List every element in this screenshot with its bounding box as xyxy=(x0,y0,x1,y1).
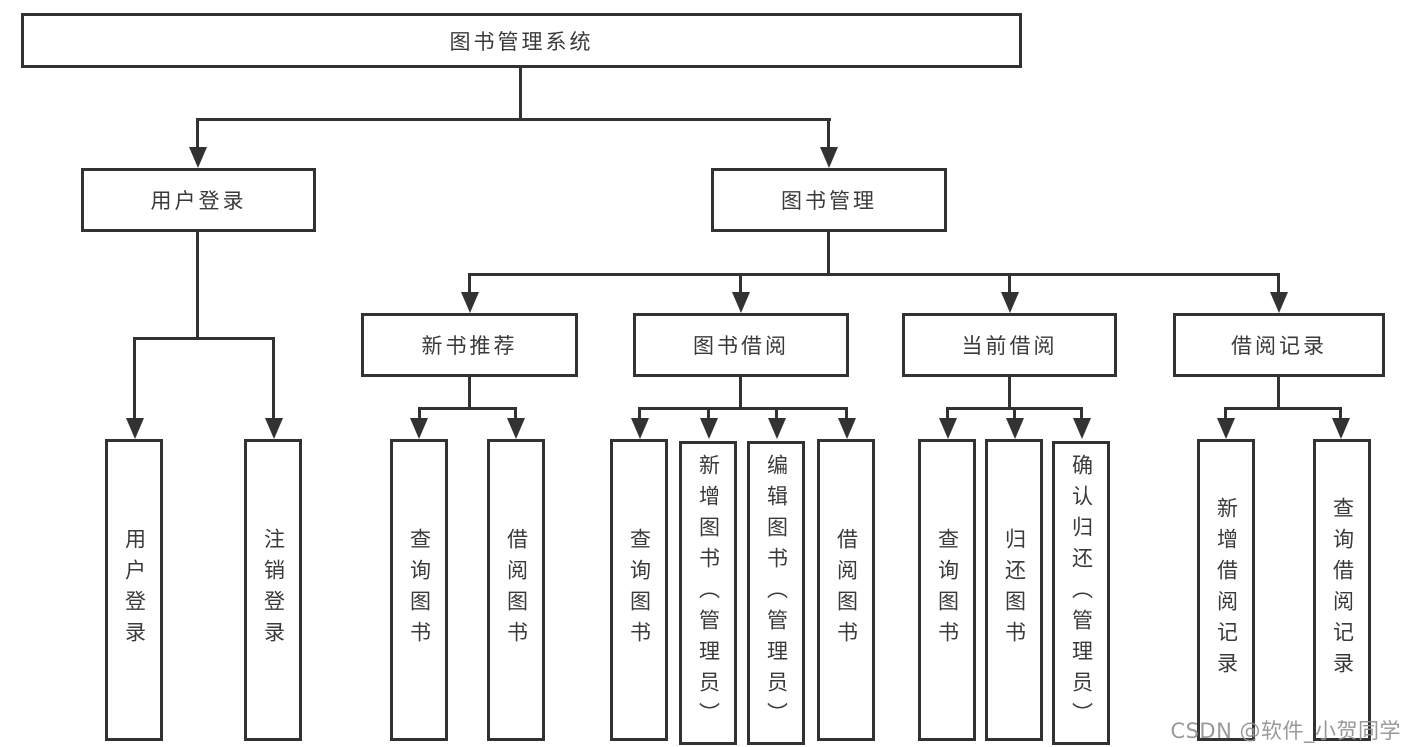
connector xyxy=(196,232,199,337)
node-label: 图书管理系统 xyxy=(449,29,594,54)
node-query-borrow-record: 查询借阅记录 xyxy=(1313,439,1371,741)
node-label: 编辑图书（管理员） xyxy=(764,453,789,733)
connector xyxy=(418,407,517,410)
connector xyxy=(739,377,742,407)
node-label: 借阅图书 xyxy=(504,528,529,652)
node-label: 当前借阅 xyxy=(961,334,1058,358)
node-label: 查询借阅记录 xyxy=(1330,497,1355,683)
node-book-management: 图书管理 xyxy=(711,168,947,232)
node-label: 归还图书 xyxy=(1002,528,1027,652)
connector xyxy=(196,118,199,152)
node-label: 确认归还（管理员） xyxy=(1069,453,1094,733)
connector xyxy=(519,68,522,118)
connector xyxy=(1277,377,1280,407)
node-label: 注销登录 xyxy=(261,528,286,652)
connector xyxy=(197,118,831,121)
arrow-down-icon xyxy=(631,418,649,439)
arrow-down-icon xyxy=(732,292,750,313)
node-add-book-admin: 新增图书（管理员） xyxy=(679,441,737,745)
connector xyxy=(1008,273,1011,295)
connector xyxy=(418,407,421,421)
node-label: 查询图书 xyxy=(627,528,652,652)
connector xyxy=(827,232,830,273)
arrow-down-icon xyxy=(410,418,428,439)
node-borrow-books: 借阅图书 xyxy=(817,439,875,741)
connector xyxy=(638,407,847,410)
node-logout: 注销登录 xyxy=(244,439,302,741)
node-label: 查询图书 xyxy=(935,528,960,652)
connector xyxy=(468,273,1280,276)
node-label: 新书推荐 xyxy=(421,334,518,358)
arrow-down-icon xyxy=(700,418,718,439)
arrow-down-icon xyxy=(939,418,957,439)
connector xyxy=(1224,407,1227,421)
arrow-down-icon xyxy=(1217,418,1235,439)
node-library-management-system: 图书管理系统 xyxy=(21,13,1022,68)
node-current-borrow: 当前借阅 xyxy=(902,313,1117,377)
node-return-book: 归还图书 xyxy=(985,439,1043,741)
arrow-down-icon xyxy=(265,418,283,439)
arrow-down-icon xyxy=(1073,418,1091,439)
node-label: 借阅图书 xyxy=(834,528,859,652)
connector xyxy=(827,118,830,152)
connector xyxy=(739,273,742,295)
node-label: 用户登录 xyxy=(150,189,247,213)
connector xyxy=(133,337,136,422)
connector xyxy=(845,407,848,421)
arrow-down-icon xyxy=(1332,418,1350,439)
connector xyxy=(1277,273,1280,295)
connector xyxy=(638,407,641,421)
node-label: 图书管理 xyxy=(781,189,877,213)
connector xyxy=(1224,407,1342,410)
node-query-books-current: 查询图书 xyxy=(918,439,976,741)
arrow-down-icon xyxy=(1001,292,1019,313)
arrow-down-icon xyxy=(126,418,144,439)
node-new-book-recommend: 新书推荐 xyxy=(361,313,578,377)
node-label: 新增借阅记录 xyxy=(1214,497,1239,683)
arrow-down-icon xyxy=(1006,418,1024,439)
node-borrow-books-recommend: 借阅图书 xyxy=(487,439,545,741)
connector xyxy=(1008,377,1011,407)
connector xyxy=(468,273,471,295)
connector xyxy=(133,337,274,340)
connector xyxy=(707,407,710,421)
arrow-down-icon xyxy=(1270,292,1288,313)
node-query-books-borrow: 查询图书 xyxy=(610,439,668,741)
arrow-down-icon xyxy=(838,418,856,439)
connector xyxy=(514,407,517,421)
node-borrow-records: 借阅记录 xyxy=(1173,313,1385,377)
connector xyxy=(272,337,275,422)
node-add-borrow-record: 新增借阅记录 xyxy=(1197,439,1255,741)
node-label: 用户登录 xyxy=(122,528,147,652)
arrow-down-icon xyxy=(189,147,207,168)
node-confirm-return-admin: 确认归还（管理员） xyxy=(1052,441,1110,745)
connector xyxy=(1013,407,1016,421)
connector xyxy=(1080,407,1083,421)
watermark: CSDN @软件_小贺同学 xyxy=(1170,719,1401,743)
node-login: 用户登录 xyxy=(105,439,163,741)
node-user-login: 用户登录 xyxy=(81,168,316,232)
node-edit-book-admin: 编辑图书（管理员） xyxy=(747,441,805,745)
arrow-down-icon xyxy=(820,147,838,168)
arrow-down-icon xyxy=(461,292,479,313)
node-label: 新增图书（管理员） xyxy=(696,453,721,733)
node-label: 图书借阅 xyxy=(693,334,789,358)
node-label: 借阅记录 xyxy=(1231,334,1327,358)
connector xyxy=(468,377,471,407)
arrow-down-icon xyxy=(768,418,786,439)
node-book-borrow: 图书借阅 xyxy=(633,313,849,377)
connector xyxy=(775,407,778,421)
connector xyxy=(946,407,949,421)
node-query-books-recommend: 查询图书 xyxy=(390,439,448,741)
node-label: 查询图书 xyxy=(407,528,432,652)
connector xyxy=(1339,407,1342,421)
arrow-down-icon xyxy=(507,418,525,439)
